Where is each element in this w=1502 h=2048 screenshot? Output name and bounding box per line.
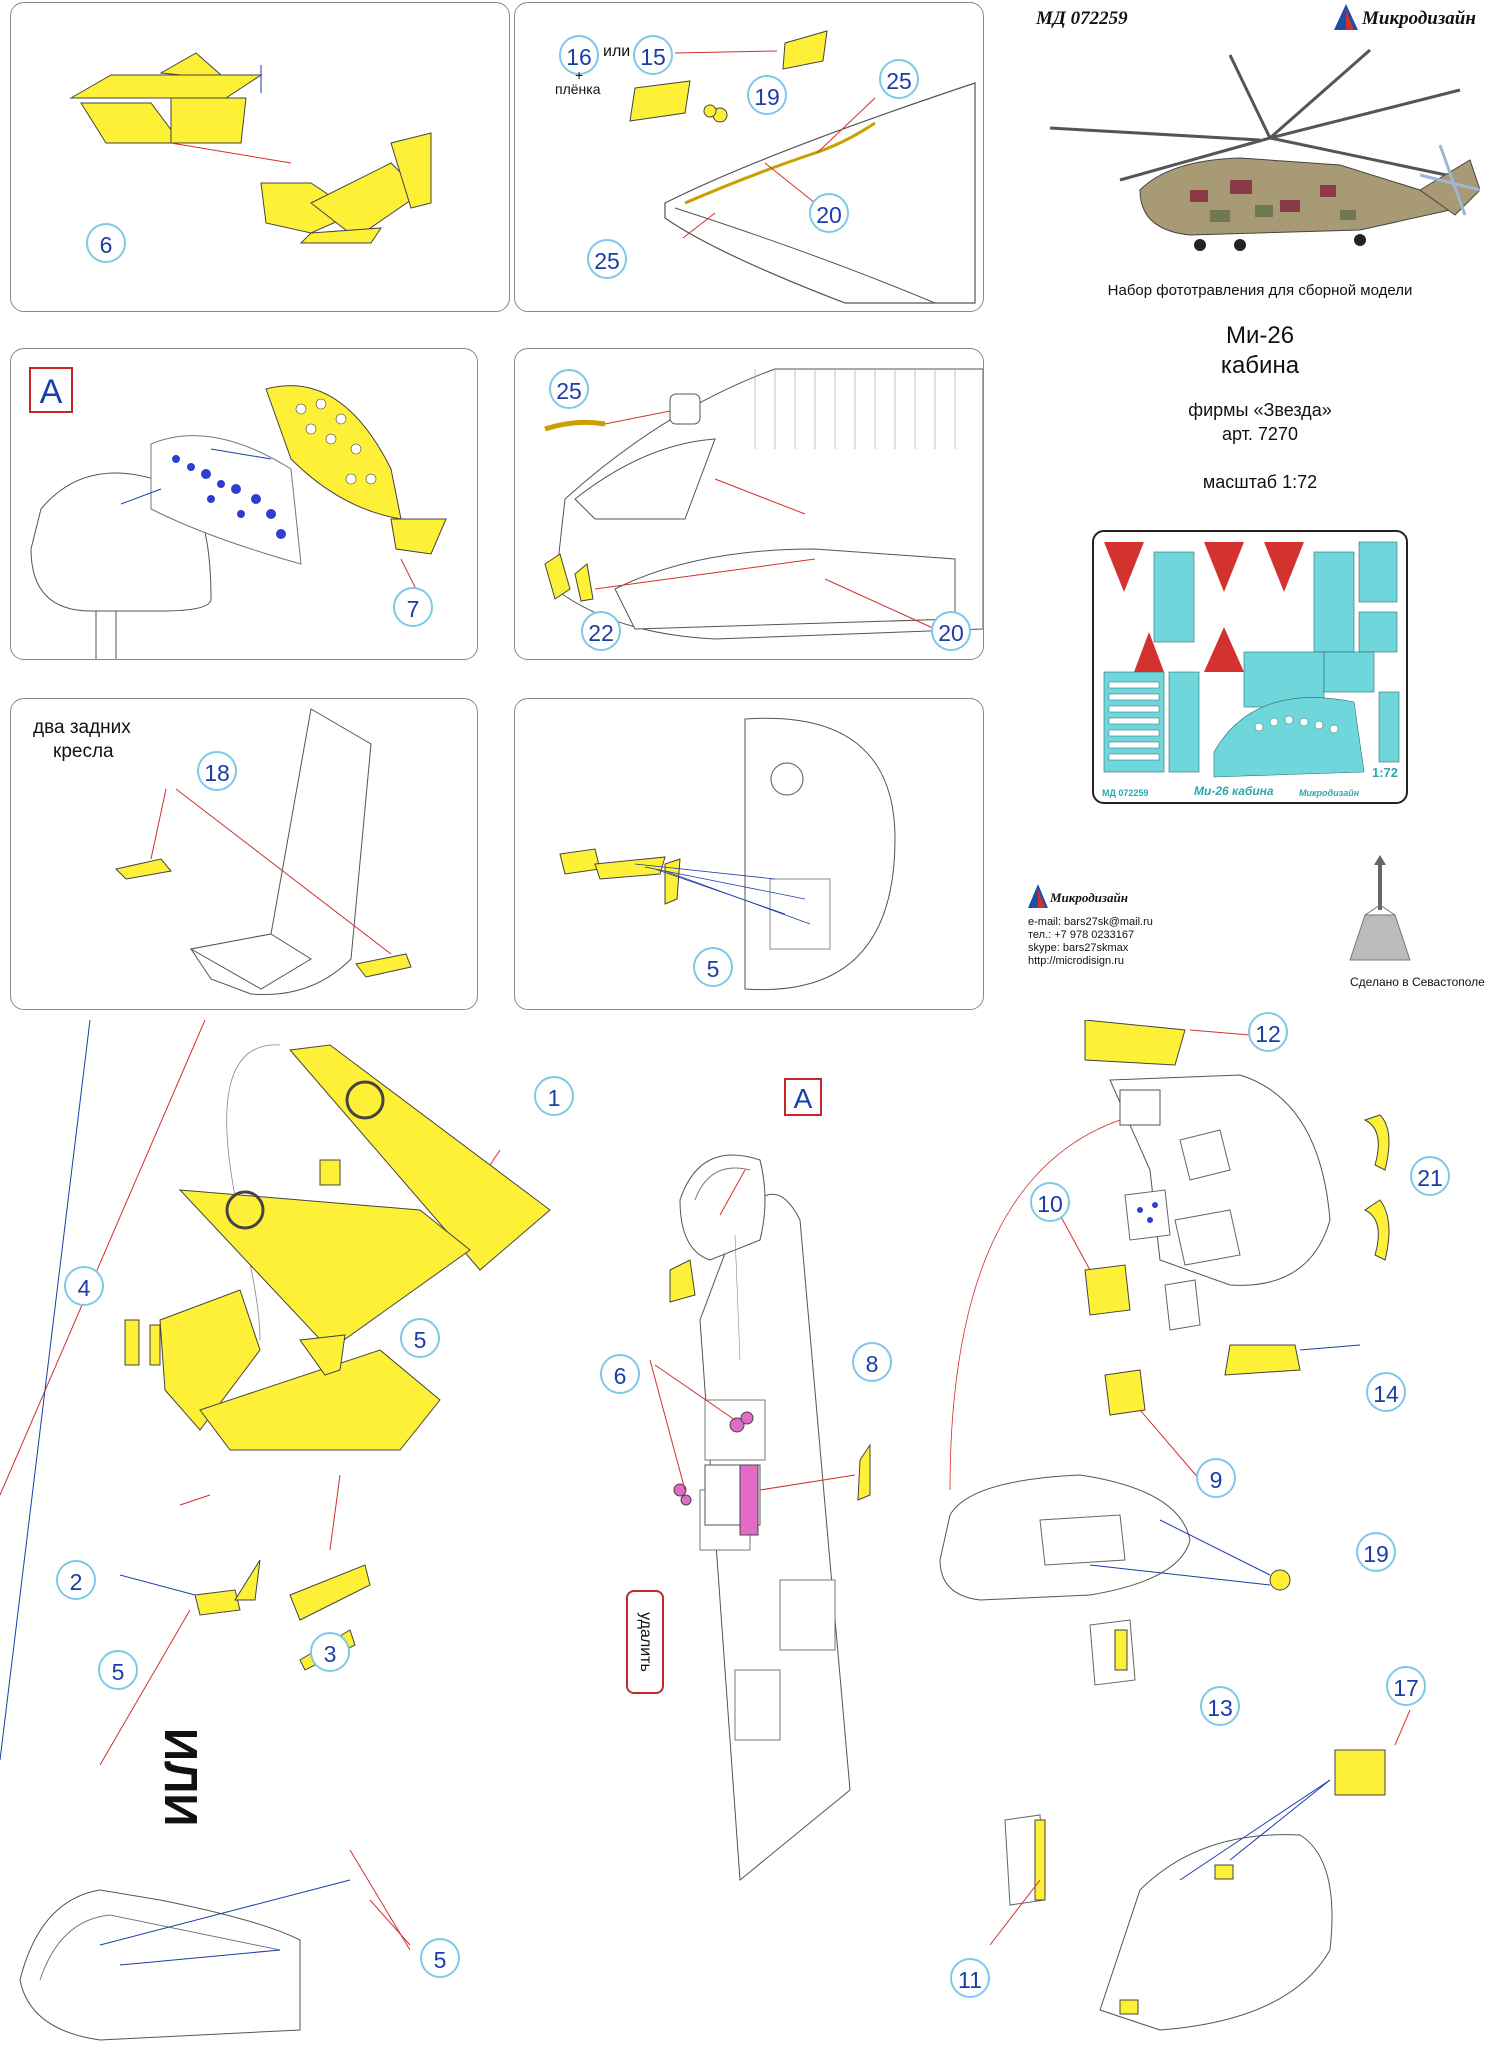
remove-text: удалить [637, 1612, 654, 1672]
helicopter-photo [1049, 48, 1480, 251]
fret-code-label: МД 072259 [1102, 788, 1149, 798]
callout-part-5: 5 [693, 947, 733, 987]
fuselage-side-illustration [544, 368, 983, 640]
callout-part-6: 6 [86, 223, 126, 263]
or-label: или [603, 43, 631, 60]
contact-skype: skype: bars27skmax [1028, 942, 1129, 954]
callout-part-15: 15 [633, 35, 673, 75]
callout-part-2: 2 [56, 1560, 96, 1600]
callout-part-9: 9 [1196, 1458, 1236, 1498]
section-marker-a: A [29, 367, 73, 413]
callout-part-10: 10 [1030, 1182, 1070, 1222]
callout-part-25: 25 [549, 369, 589, 409]
callout-part-5b: 5 [98, 1650, 138, 1690]
cockpit-nose-illustration [629, 30, 976, 304]
photo-etch-fret: 1:72 МД 072259 Ми-26 кабина Микродизайн [1092, 530, 1408, 804]
plus-sign: + [575, 67, 584, 83]
contact-site: http://microdisign.ru [1028, 955, 1124, 967]
instrument-panel-illustration [30, 385, 447, 659]
maker-article: арт. 7270 [1222, 424, 1298, 444]
callout-part-3: 3 [310, 1632, 350, 1672]
pe-part-illustration [69, 52, 432, 244]
callout-part-18: 18 [197, 751, 237, 791]
or-label-large: ИЛИ [155, 1728, 207, 1827]
callout-part-21: 21 [1410, 1156, 1450, 1196]
callout-part-20: 20 [809, 193, 849, 233]
step-panel-4: 25 22 20 [514, 348, 984, 660]
rear-seats-label-line1: два задних [33, 717, 131, 738]
callout-part-16: 16 [559, 35, 599, 75]
fret-brand-label: Микродизайн [1299, 788, 1360, 798]
callout-part-20: 20 [931, 611, 971, 651]
bulkhead-illustration [559, 717, 896, 991]
step-panel-3: A 7 [10, 348, 478, 660]
step-panel-5: два задних кресла 18 [10, 698, 478, 1010]
fret-scale-label: 1:72 [1371, 765, 1398, 780]
callout-part-1: 1 [534, 1076, 574, 1116]
callout-part-5c: 5 [420, 1938, 460, 1978]
bottom-assembly-illustration [0, 1020, 1411, 2041]
fret-parts [1103, 541, 1400, 778]
section-marker-a-bottom: A [784, 1078, 822, 1116]
step-panel-2: 16 или 15 + плёнка 19 25 20 25 [514, 2, 984, 312]
callout-part-17: 17 [1386, 1666, 1426, 1706]
contact-phone: тел.: +7 978 0233167 [1028, 929, 1135, 941]
step-panel-6: 5 [514, 698, 984, 1010]
callout-part-25b: 25 [587, 239, 627, 279]
contacts-brand: Микродизайн [1050, 890, 1128, 905]
step-panel-1: 6 [10, 2, 510, 312]
brand-logo-icon [1334, 4, 1358, 30]
brand-name: Микродизайн [1362, 8, 1476, 29]
film-label: плёнка [555, 81, 601, 97]
contact-email: e-mail: bars27sk@mail.ru [1028, 916, 1153, 928]
callout-part-4: 4 [64, 1266, 104, 1306]
fret-name-label: Ми-26 кабина [1194, 784, 1274, 798]
callout-part-19: 19 [747, 75, 787, 115]
article-code: МД 072259 [1036, 8, 1128, 29]
scale: масштаб 1:72 [1202, 472, 1318, 492]
callout-part-6: 6 [600, 1354, 640, 1394]
callout-part-8: 8 [852, 1342, 892, 1382]
rear-seats-label-line2: кресла [53, 741, 114, 762]
callout-part-25: 25 [879, 59, 919, 99]
model-subtitle: кабина [1220, 352, 1300, 379]
callout-part-12: 12 [1248, 1012, 1288, 1052]
brand-logo-small-icon [1028, 884, 1048, 908]
callout-part-13: 13 [1200, 1686, 1240, 1726]
remove-label: удалить [626, 1590, 664, 1694]
made-in-label: Сделано в Севастополе [1350, 975, 1485, 989]
callout-part-19: 19 [1356, 1532, 1396, 1572]
rear-seat-illustration [115, 708, 412, 996]
callout-part-5: 5 [400, 1318, 440, 1358]
callout-part-14: 14 [1366, 1372, 1406, 1412]
maker: фирмы «Звезда» [1188, 400, 1332, 420]
model-name: Ми-26 [1225, 322, 1295, 349]
kit-caption: Набор фототравления для сборной модели [1107, 282, 1413, 299]
callout-part-11: 11 [950, 1958, 990, 1998]
callout-part-22: 22 [581, 611, 621, 651]
callout-part-7: 7 [393, 587, 433, 627]
sevastopol-monument-icon [1349, 855, 1411, 961]
